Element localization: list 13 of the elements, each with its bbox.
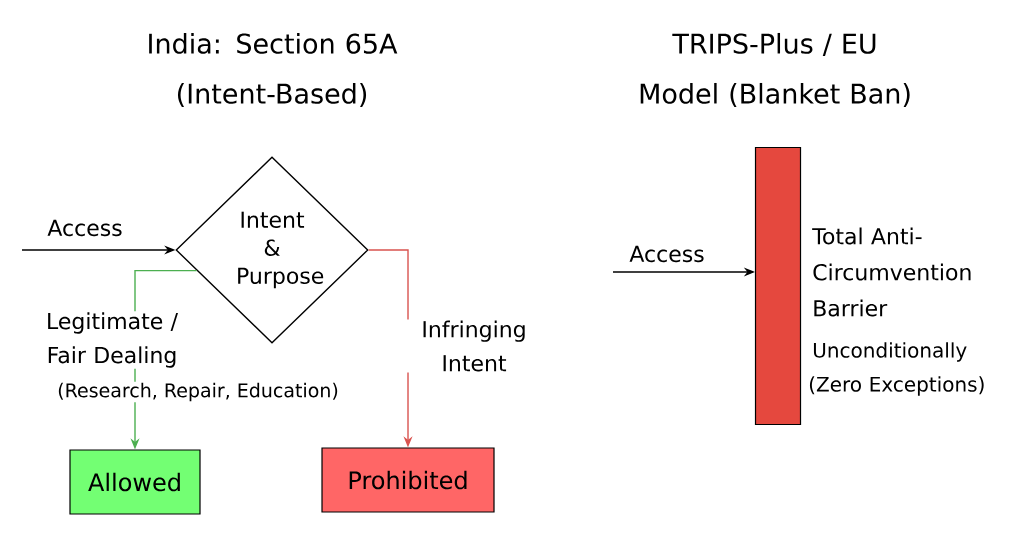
heading: TRIPS-Plus / EU Model (Blanket Ban) [640, 32, 910, 108]
side-note: Total Anti-Circumvention Barrier [812, 227, 971, 317]
edge-label: Legitimate / Fair Dealing [48, 312, 178, 368]
edge-label: Infringing Intent [423, 320, 525, 372]
outcome-box: Prohibited [321, 447, 495, 513]
outcome-box: Allowed [69, 449, 201, 515]
edge-label: Access [629, 245, 704, 263]
note: (Research, Repair, Education) [56, 381, 340, 403]
barrier-bar [754, 146, 802, 426]
side-note: Unconditionally [813, 342, 967, 362]
edge-label: Access [47, 219, 122, 237]
heading: India: Section 65A (Intent-Based) [149, 32, 398, 108]
side-note: (Zero Exceptions) [809, 376, 984, 396]
